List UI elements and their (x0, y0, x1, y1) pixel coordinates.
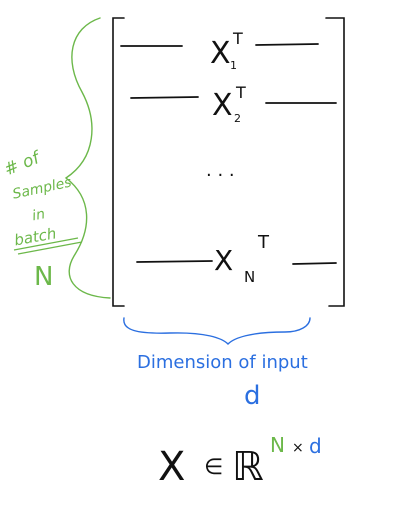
columns-annotation: Dimension of input d (123, 317, 311, 411)
formula-x: X (158, 444, 185, 490)
matrix-row-n: X N T (136, 232, 337, 286)
formula-member-of: ∈ (204, 455, 223, 480)
row-n-superscript: T (257, 232, 270, 253)
row-2-base: X (212, 88, 233, 123)
row-1-base: X (210, 36, 231, 71)
formula: X ∈ ℝ N × d (158, 433, 322, 490)
rows-label-line-3: in (31, 206, 46, 224)
rows-annotation: # of Samples in batch N (1, 17, 111, 299)
matrix-ellipsis: . . . (206, 160, 235, 181)
row-n-subscript: N (244, 268, 255, 286)
formula-real-space: ℝ (232, 444, 264, 490)
row-2-subscript: 2 (234, 112, 241, 125)
matrix-row-1: X 1 T (120, 29, 319, 72)
formula-exponent-d: d (309, 434, 322, 458)
row-2-superscript: T (235, 83, 246, 102)
rows-symbol-n: N (34, 262, 53, 292)
batch-underline (13, 237, 83, 255)
rows-label-line-1: # of (1, 147, 45, 180)
formula-exponent-times: × (292, 440, 304, 456)
green-brace (64, 17, 111, 299)
row-1-superscript: T (232, 29, 243, 48)
matrix-brackets (112, 17, 345, 307)
rows-label-line-2: Samples (11, 175, 73, 203)
left-bracket (112, 17, 125, 307)
columns-symbol-d: d (244, 381, 261, 411)
blue-brace (123, 317, 311, 345)
right-bracket (325, 17, 345, 307)
row-1-subscript: 1 (230, 59, 237, 72)
matrix-row-2: X 2 T (130, 83, 337, 125)
formula-exponent-n: N (270, 433, 285, 457)
columns-label: Dimension of input (137, 352, 308, 373)
row-n-base: X (214, 244, 233, 277)
